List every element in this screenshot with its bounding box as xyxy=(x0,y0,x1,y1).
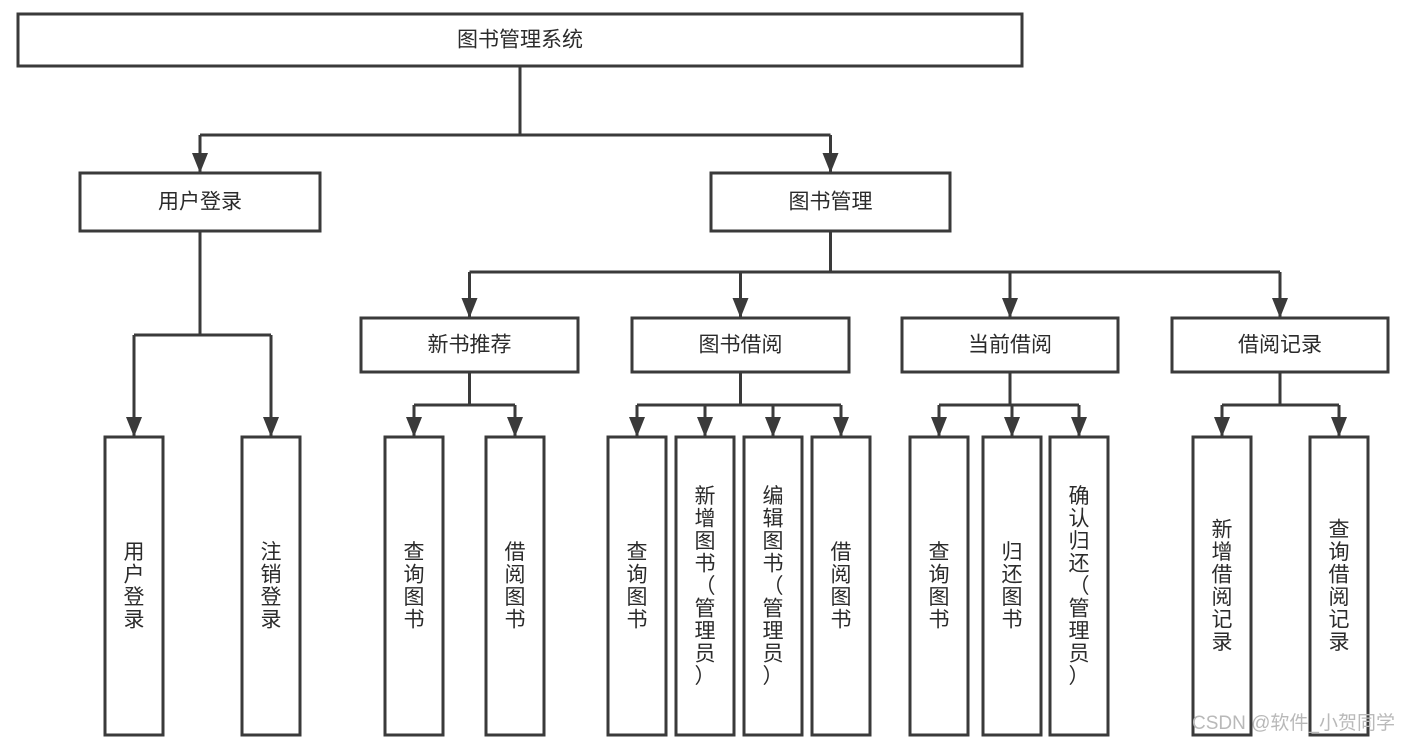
arrow-head-icon xyxy=(765,417,781,437)
nodes-layer: 图书管理系统用户登录图书管理新书推荐图书借阅当前借阅借阅记录用户登录注销登录查询… xyxy=(16,12,1390,737)
node-leaf-borrow-add-label: 新增图书（管理员） xyxy=(695,485,716,688)
node-leaf-borrow-add-box[interactable] xyxy=(674,435,736,737)
node-borrow-record-label: 借阅记录 xyxy=(1238,334,1322,357)
node-leaf-rec-search-box[interactable] xyxy=(1308,435,1370,737)
arrow-head-icon xyxy=(126,417,142,437)
node-current-borrow-box[interactable] xyxy=(900,316,1120,374)
arrow-head-icon xyxy=(697,417,713,437)
node-leaf-borrow-edit-box[interactable] xyxy=(742,435,804,737)
node-leaf-borrow-edit[interactable]: 编辑图书（管理员） xyxy=(742,435,804,737)
node-leaf-cur-confirm[interactable]: 确认归还（管理员） xyxy=(1048,435,1110,737)
node-leaf-borrow-query[interactable]: 查询图书 xyxy=(606,435,668,737)
arrow-head-icon xyxy=(1071,417,1087,437)
node-leaf-rec-borrow-box[interactable] xyxy=(484,435,546,737)
arrow-head-icon xyxy=(1004,417,1020,437)
arrow-head-icon xyxy=(629,417,645,437)
arrow-head-icon xyxy=(822,153,839,173)
node-leaf-cur-return-box[interactable] xyxy=(981,435,1043,737)
arrow-head-icon xyxy=(461,298,478,318)
node-root-root-label: 图书管理系统 xyxy=(457,29,583,52)
node-leaf-rec-borrow-label: 借阅图书 xyxy=(505,541,526,632)
node-new-book-rec-label: 新书推荐 xyxy=(428,334,512,357)
node-leaf-cur-confirm-box[interactable] xyxy=(1048,435,1110,737)
node-leaf-rec-query-box[interactable] xyxy=(383,435,445,737)
arrow-head-icon xyxy=(833,417,849,437)
node-leaf-cur-confirm-label: 确认归还（管理员） xyxy=(1069,485,1090,688)
node-leaf-user-logout-label: 注销登录 xyxy=(261,541,282,632)
node-leaf-borrow-query-label: 查询图书 xyxy=(627,541,648,632)
node-book-admin-label: 图书管理 xyxy=(789,191,873,214)
node-leaf-borrow-edit-label: 编辑图书（管理员） xyxy=(763,485,784,688)
node-leaf-cur-return[interactable]: 归还图书 xyxy=(981,435,1043,737)
node-book-borrow[interactable]: 图书借阅 xyxy=(630,316,851,374)
node-current-borrow-label: 当前借阅 xyxy=(968,334,1052,357)
node-leaf-borrow-add[interactable]: 新增图书（管理员） xyxy=(674,435,736,737)
arrow-head-icon xyxy=(732,298,749,318)
node-leaf-cur-query-label: 查询图书 xyxy=(929,541,950,632)
node-book-borrow-box[interactable] xyxy=(630,316,851,374)
node-current-borrow[interactable]: 当前借阅 xyxy=(900,316,1120,374)
node-leaf-borrow-query-box[interactable] xyxy=(606,435,668,737)
node-leaf-user-login[interactable]: 用户登录 xyxy=(103,435,165,737)
arrow-head-icon xyxy=(1002,298,1018,318)
node-leaf-rec-borrow[interactable]: 借阅图书 xyxy=(484,435,546,737)
node-leaf-rec-add-label: 新增借阅记录 xyxy=(1212,519,1233,655)
node-new-book-rec-box[interactable] xyxy=(359,316,580,374)
node-leaf-user-login-label: 用户登录 xyxy=(124,541,145,632)
arrow-head-icon xyxy=(263,417,279,437)
node-root-root[interactable]: 图书管理系统 xyxy=(16,12,1024,68)
node-leaf-borrow-do[interactable]: 借阅图书 xyxy=(810,435,872,737)
node-user-login-label: 用户登录 xyxy=(158,191,242,214)
node-leaf-borrow-do-label: 借阅图书 xyxy=(831,541,852,632)
node-borrow-record-box[interactable] xyxy=(1170,316,1390,374)
arrow-head-icon xyxy=(931,417,947,437)
node-book-borrow-label: 图书借阅 xyxy=(699,334,783,357)
node-leaf-cur-return-label: 归还图书 xyxy=(1002,541,1023,632)
node-new-book-rec[interactable]: 新书推荐 xyxy=(359,316,580,374)
arrow-head-icon xyxy=(192,153,208,173)
node-user-login-box[interactable] xyxy=(78,171,322,233)
node-leaf-borrow-do-box[interactable] xyxy=(810,435,872,737)
arrow-head-icon xyxy=(406,417,422,437)
watermark-label: CSDN @软件_小贺同学 xyxy=(1192,712,1395,734)
node-user-login[interactable]: 用户登录 xyxy=(78,171,322,233)
node-leaf-rec-search-label: 查询借阅记录 xyxy=(1329,519,1350,655)
node-leaf-user-login-box[interactable] xyxy=(103,435,165,737)
node-leaf-cur-query[interactable]: 查询图书 xyxy=(908,435,970,737)
arrow-head-icon xyxy=(507,417,523,437)
node-leaf-rec-query-label: 查询图书 xyxy=(404,541,425,632)
connectors-layer xyxy=(126,66,1347,437)
arrow-head-icon xyxy=(1272,298,1288,318)
node-book-admin-box[interactable] xyxy=(709,171,952,233)
node-leaf-rec-add[interactable]: 新增借阅记录 xyxy=(1191,435,1253,737)
node-leaf-rec-search[interactable]: 查询借阅记录 xyxy=(1308,435,1370,737)
node-leaf-cur-query-box[interactable] xyxy=(908,435,970,737)
node-leaf-rec-query[interactable]: 查询图书 xyxy=(383,435,445,737)
node-leaf-user-logout-box[interactable] xyxy=(240,435,302,737)
arrow-head-icon xyxy=(1331,417,1347,437)
node-borrow-record[interactable]: 借阅记录 xyxy=(1170,316,1390,374)
node-book-admin[interactable]: 图书管理 xyxy=(709,171,952,233)
arrow-head-icon xyxy=(1214,417,1230,437)
node-leaf-user-logout[interactable]: 注销登录 xyxy=(240,435,302,737)
node-leaf-rec-add-box[interactable] xyxy=(1191,435,1253,737)
node-root-root-box[interactable] xyxy=(16,12,1024,68)
